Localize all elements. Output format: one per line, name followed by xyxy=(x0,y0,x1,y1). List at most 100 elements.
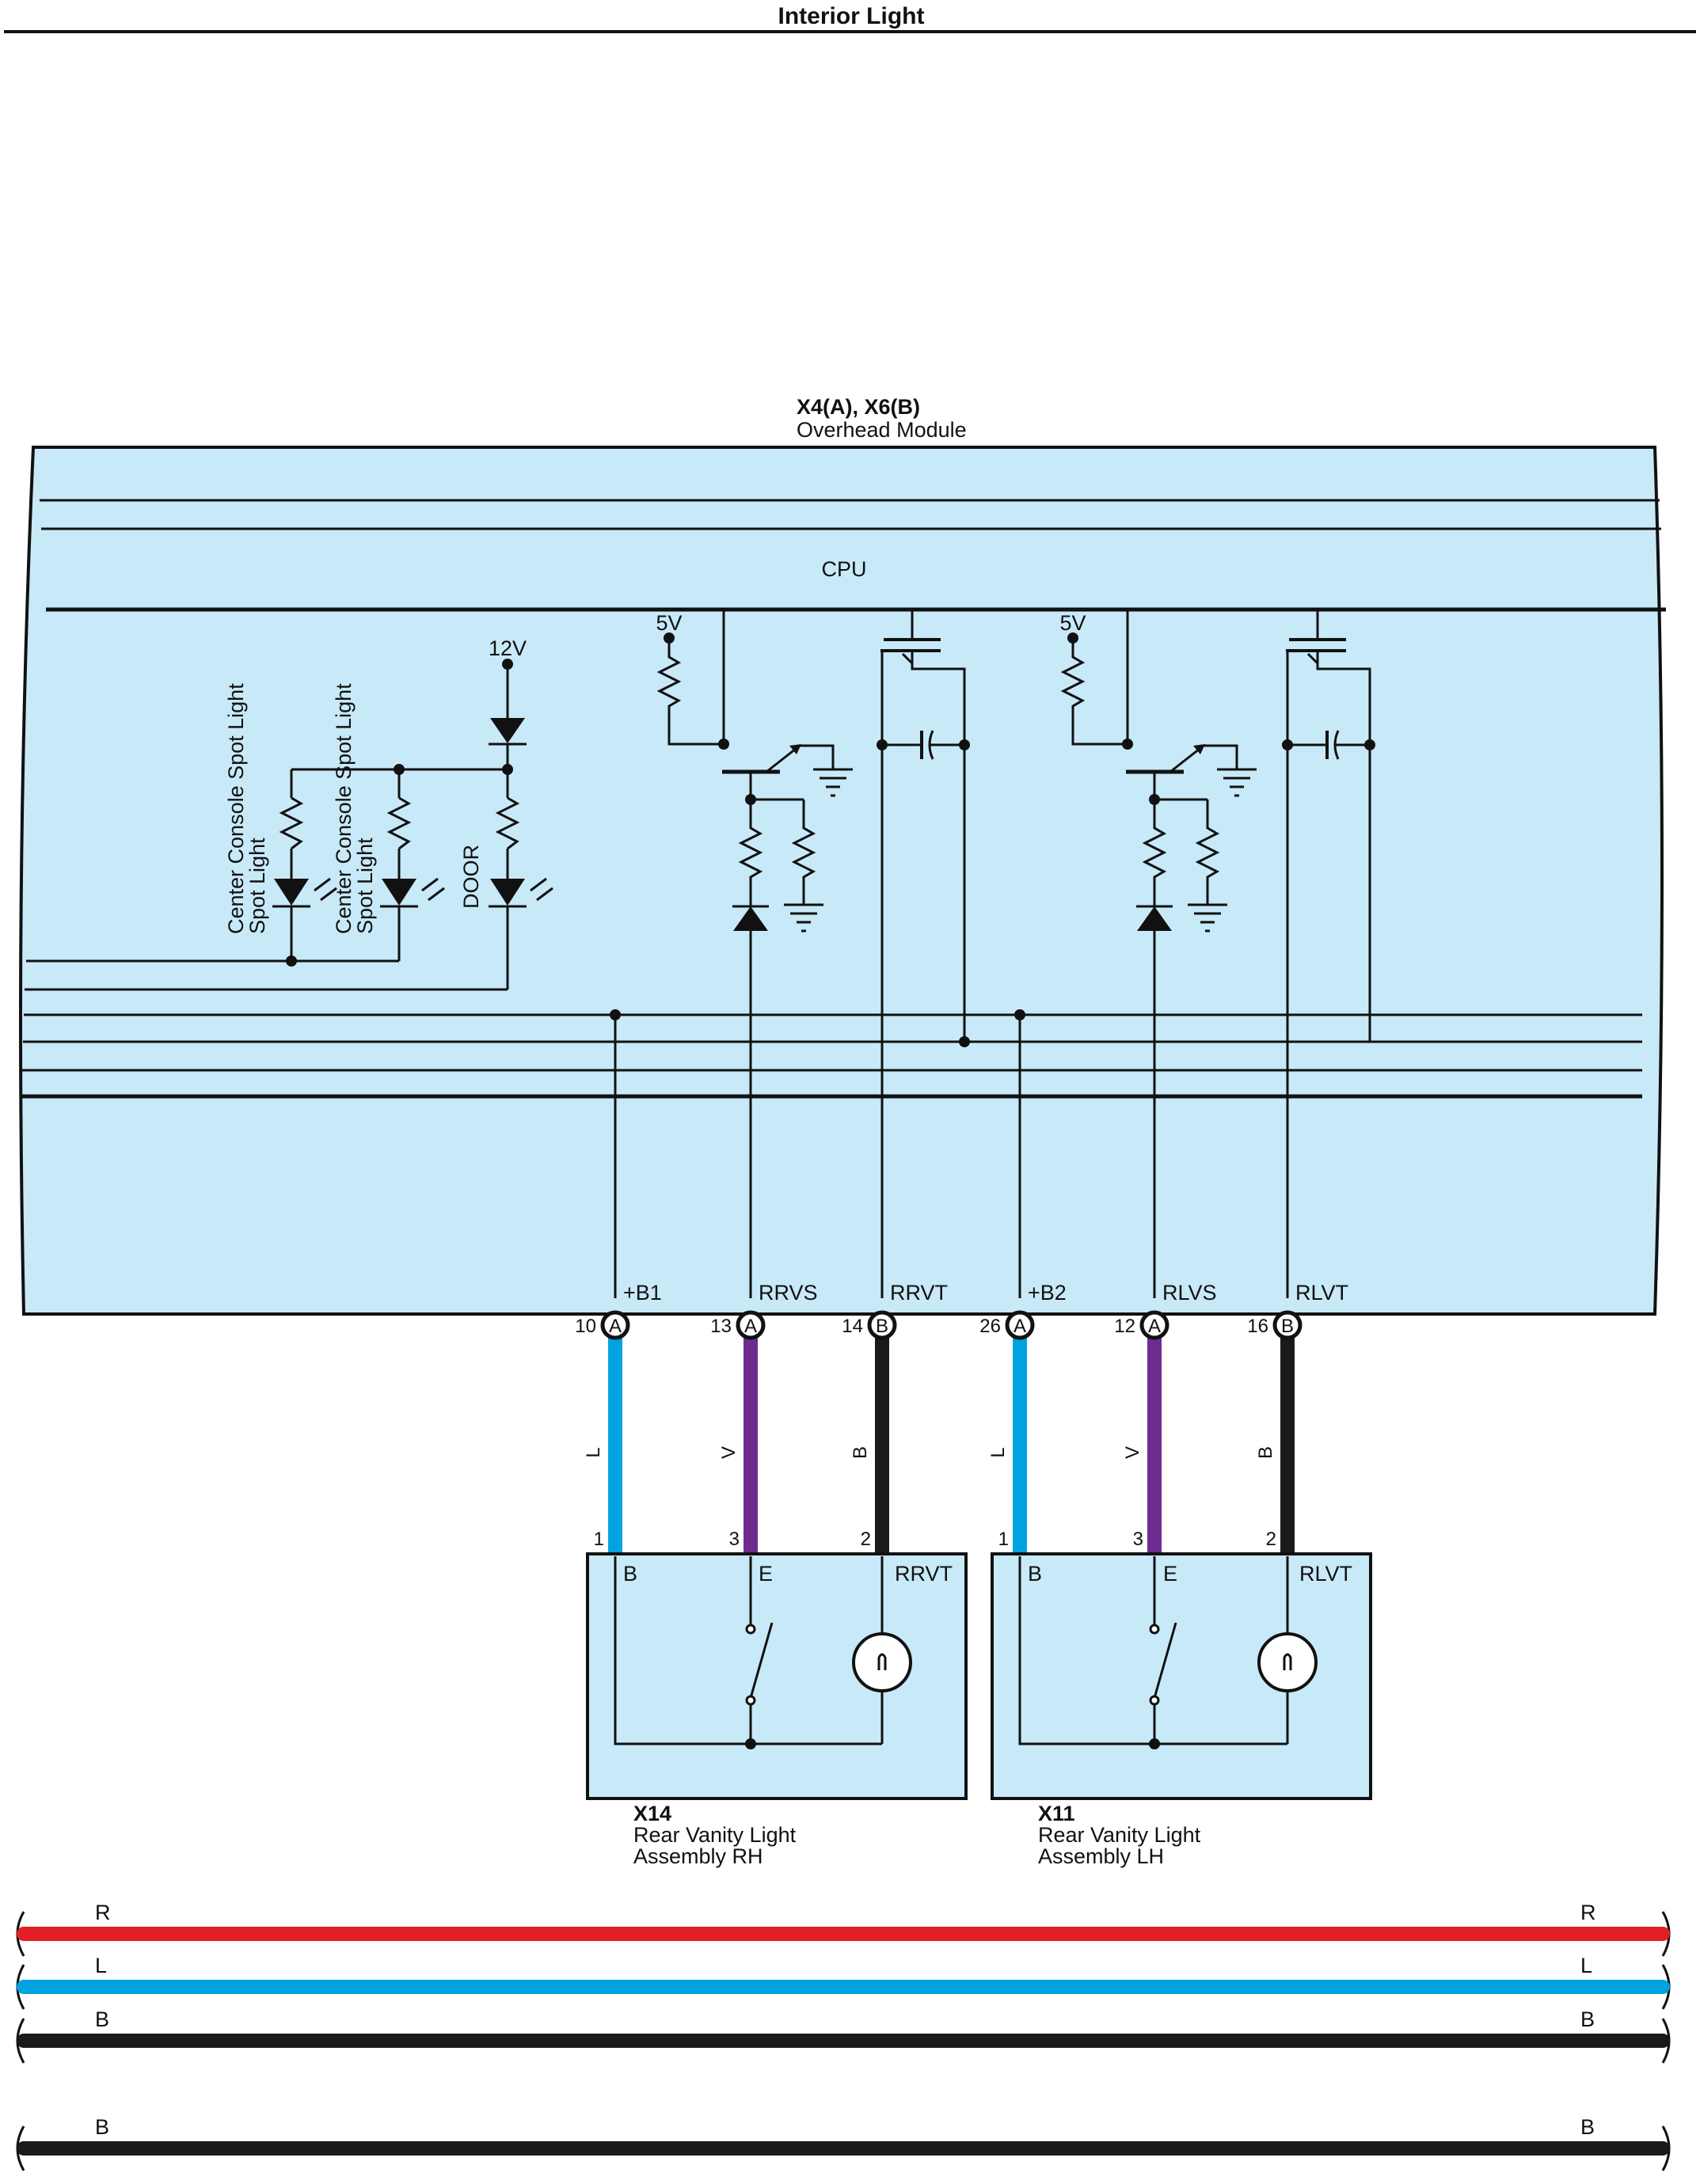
light-label-console-1b: Spot Light xyxy=(245,838,269,934)
resistor-symbol xyxy=(386,796,412,850)
switch-icon xyxy=(1149,1556,1177,1744)
x11-pin-label-lamp: RLVT xyxy=(1299,1562,1352,1586)
legend-code-right: L xyxy=(1580,1954,1592,1977)
rr-driver-circuit: 5V xyxy=(656,610,853,1298)
legend-code-right: B xyxy=(1580,2115,1595,2139)
destination-pin: 1 xyxy=(594,1529,604,1550)
x11-name-2: Assembly LH xyxy=(1038,1844,1164,1868)
spot-light-circuit: 12V xyxy=(25,636,553,991)
wire-color-code: L xyxy=(987,1447,1009,1457)
light-label-console-2: Center Console Spot Light xyxy=(332,683,356,934)
legend-code-right: R xyxy=(1580,1901,1596,1924)
terminal-signal-label: +B2 xyxy=(1028,1281,1067,1305)
lamp-icon xyxy=(852,1556,912,1744)
legend-code-left: B xyxy=(95,2007,109,2031)
assembly-x14: B E RRVT X14 Rear Vanity Light Assembly … xyxy=(586,1552,968,1868)
light-label-console-1: Center Console Spot Light xyxy=(224,683,248,934)
pin-number: 26 xyxy=(979,1316,1001,1337)
destination-pin: 2 xyxy=(861,1529,871,1550)
light-label-door: DOOR xyxy=(459,845,483,909)
wire-color-code: L xyxy=(583,1447,604,1457)
connector-letter: B xyxy=(1281,1316,1294,1337)
pin-number: 10 xyxy=(575,1316,596,1337)
x11-name-1: Rear Vanity Light xyxy=(1038,1823,1201,1847)
cpu-label: CPU xyxy=(821,557,866,581)
connector-circle xyxy=(1272,1310,1303,1340)
terminal-signal-label: RRVT xyxy=(890,1281,948,1305)
destination-pin: 3 xyxy=(1133,1529,1143,1550)
x14-pin-label-b: B xyxy=(623,1562,637,1586)
module-connector-label: X4(A), X6(B) xyxy=(797,395,920,419)
connector-circle xyxy=(736,1310,766,1340)
connector-letter: A xyxy=(1014,1316,1026,1337)
pin-number: 13 xyxy=(710,1316,732,1337)
overhead-module: CPU xyxy=(19,446,1666,1316)
resistor-symbol xyxy=(495,796,520,850)
pin-number: 14 xyxy=(842,1316,863,1337)
legend-code-left: B xyxy=(95,2115,109,2139)
terminal-plus-b2: +B2A 26L 1 xyxy=(979,1281,1067,1554)
legend-code-left: L xyxy=(95,1954,107,1977)
resistor-symbol xyxy=(279,796,304,850)
legend-code-right: B xyxy=(1580,2007,1595,2031)
x14-id: X14 xyxy=(633,1802,671,1825)
x14-pin-label-e: E xyxy=(759,1562,773,1586)
switch-icon xyxy=(745,1556,774,1744)
connector-circle xyxy=(600,1310,630,1340)
x11-pin-label-b: B xyxy=(1028,1562,1042,1586)
page-title: Interior Light xyxy=(778,3,925,29)
light-label-console-2b: Spot Light xyxy=(353,838,377,934)
led-icon xyxy=(272,877,337,908)
connector-circle xyxy=(867,1310,897,1340)
rl-lamp-driver xyxy=(959,610,1375,1298)
x11-pin-label-e: E xyxy=(1163,1562,1177,1586)
destination-pin: 1 xyxy=(998,1529,1009,1550)
module-name-label: Overhead Module xyxy=(797,418,967,442)
pin-number: 16 xyxy=(1247,1316,1268,1337)
wire-color-code: B xyxy=(1255,1446,1276,1459)
connector-letter: A xyxy=(744,1316,757,1337)
diode-rl xyxy=(1137,906,1172,931)
diode-rr xyxy=(733,906,768,931)
terminal-group: +B1A10L1RRVSA13V3RRVTB14B2+B2A26L1RLVSA1… xyxy=(575,1281,1348,1554)
supply-5v-label-rr: 5V xyxy=(656,611,682,635)
connector-letter: B xyxy=(876,1316,888,1337)
connector-letter: A xyxy=(1148,1316,1161,1337)
pin-number: 12 xyxy=(1114,1316,1135,1337)
terminal-signal-label: RLVS xyxy=(1162,1281,1217,1305)
terminal-signal-label: +B1 xyxy=(623,1281,662,1305)
wire-color-code: V xyxy=(1122,1446,1143,1459)
x11-id: X11 xyxy=(1038,1802,1075,1825)
x14-pin-label-lamp: RRVT xyxy=(895,1562,953,1586)
x14-name-2: Assembly RH xyxy=(633,1844,763,1868)
terminal-signal-label: RLVT xyxy=(1295,1281,1348,1305)
supply-5v-label-rl: 5V xyxy=(1059,611,1086,635)
wire-color-code: V xyxy=(718,1446,740,1459)
lamp-icon xyxy=(1257,1556,1318,1744)
rl-driver-circuit: 5V xyxy=(1059,610,1257,1298)
supply-12v-label: 12V xyxy=(489,636,527,660)
diode-12v xyxy=(490,718,525,743)
terminal-plus-b1: +B1A 10L 1 xyxy=(575,1281,662,1554)
connector-circle xyxy=(1139,1310,1169,1340)
terminal-signal-label: RRVS xyxy=(759,1281,818,1305)
connector-circle xyxy=(1005,1310,1035,1340)
wire-color-code: B xyxy=(850,1446,871,1459)
connector-letter: A xyxy=(609,1316,622,1337)
assembly-x11: B E RLVT X11 Rear Vanity Light Assembly … xyxy=(991,1552,1372,1868)
led-icon xyxy=(489,877,553,908)
rr-lamp-driver xyxy=(877,610,970,1298)
x14-name-1: Rear Vanity Light xyxy=(633,1823,797,1847)
destination-pin: 3 xyxy=(729,1529,740,1550)
legend-code-left: R xyxy=(95,1901,111,1924)
